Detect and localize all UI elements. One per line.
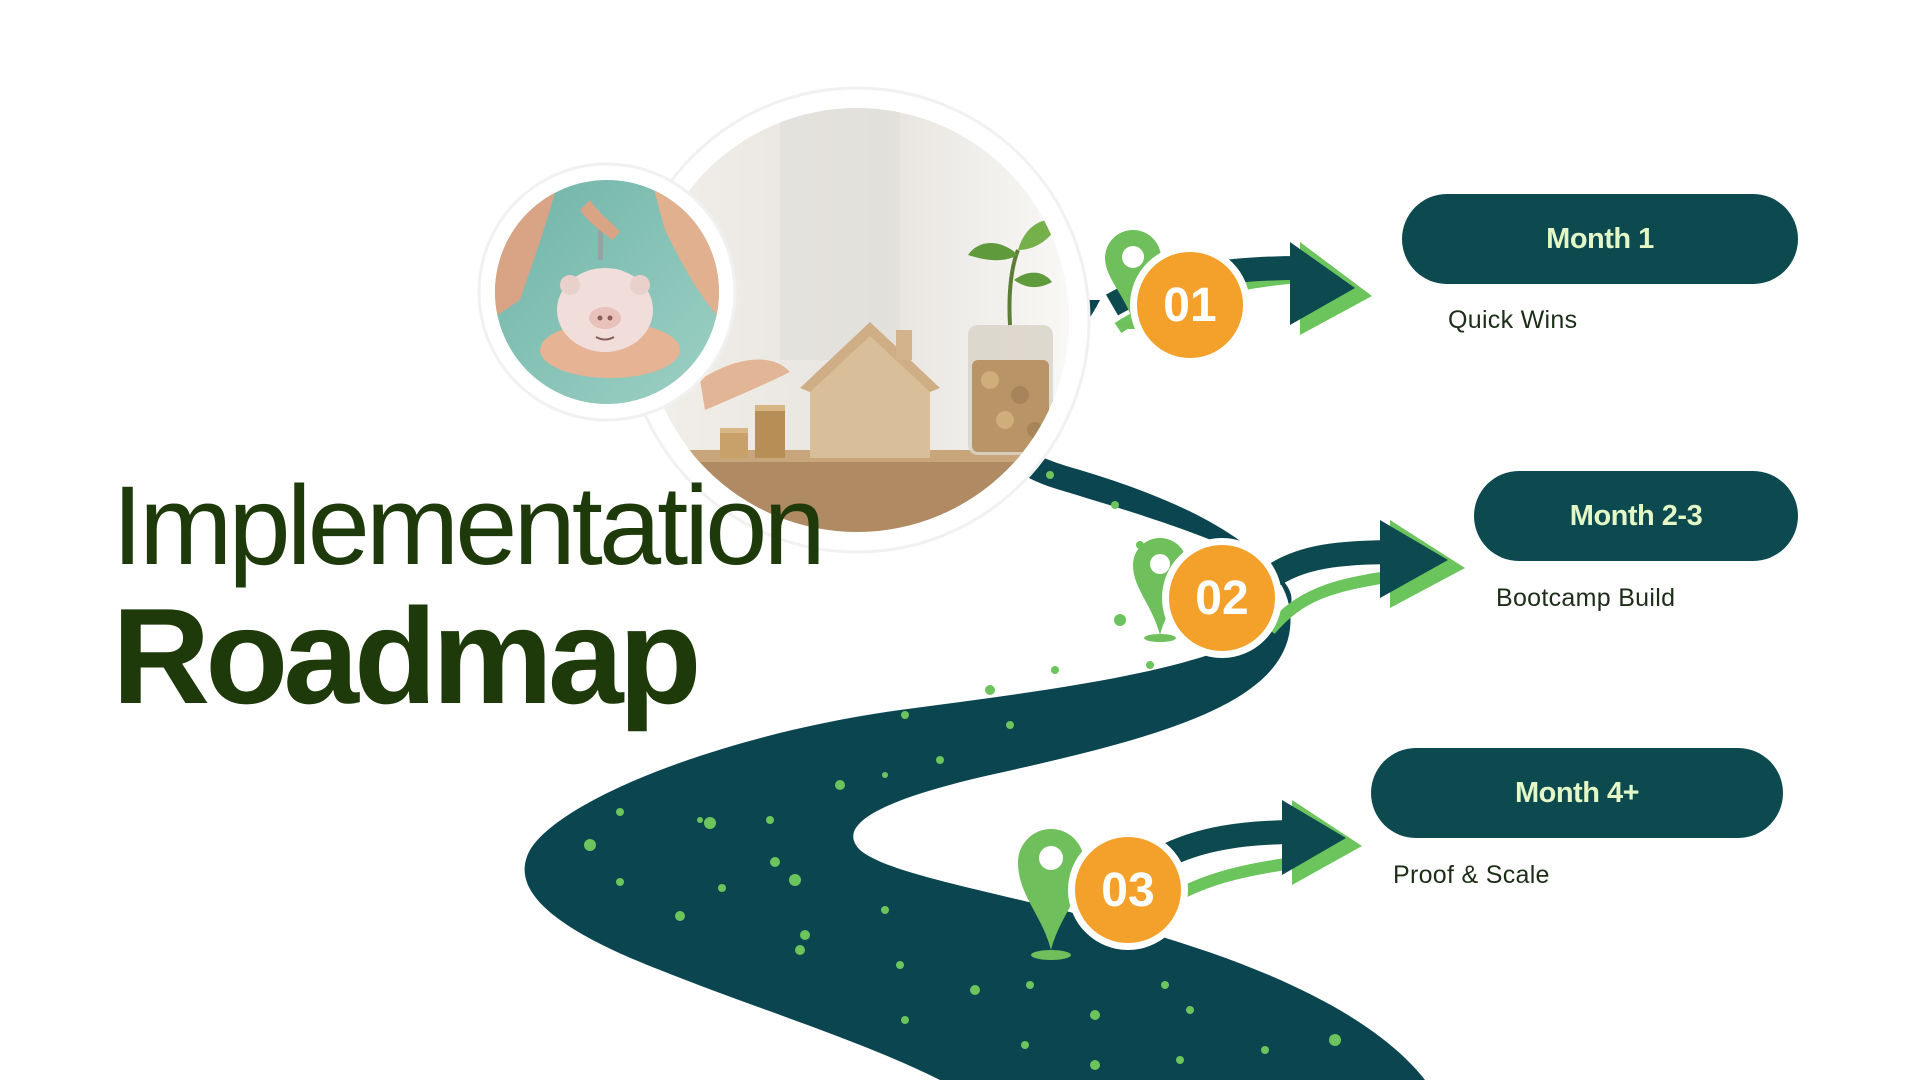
step-badge-02: 02 — [1162, 538, 1282, 658]
milestone-2-period: Month 2-3 — [1474, 471, 1798, 561]
milestone-3-description: Proof & Scale — [1393, 861, 1550, 889]
house-coins-plant-photo — [623, 86, 1091, 554]
title-line-2: Roadmap — [112, 580, 702, 732]
milestone-1-description: Quick Wins — [1448, 306, 1578, 334]
step-badge-03: 03 — [1068, 830, 1188, 950]
milestone-3-period: Month 4+ — [1371, 748, 1783, 838]
map-pin-icon — [1105, 230, 1161, 329]
milestone-2-description: Bootcamp Build — [1496, 584, 1676, 612]
road — [524, 300, 1425, 1080]
map-pin-icon — [1018, 829, 1084, 960]
title-line-1: Implementation — [112, 463, 826, 588]
step-number: 02 — [1195, 572, 1248, 625]
step-badge-01: 01 — [1130, 245, 1250, 365]
curved-arrow-icon — [1156, 800, 1362, 911]
milestone-1-period: Month 1 — [1402, 194, 1798, 284]
map-pin-icon — [1133, 538, 1187, 642]
piggy-bank-photo — [477, 162, 737, 422]
step-number: 01 — [1163, 279, 1216, 332]
curved-arrow-icon — [1262, 520, 1465, 634]
step-number: 03 — [1101, 864, 1154, 917]
